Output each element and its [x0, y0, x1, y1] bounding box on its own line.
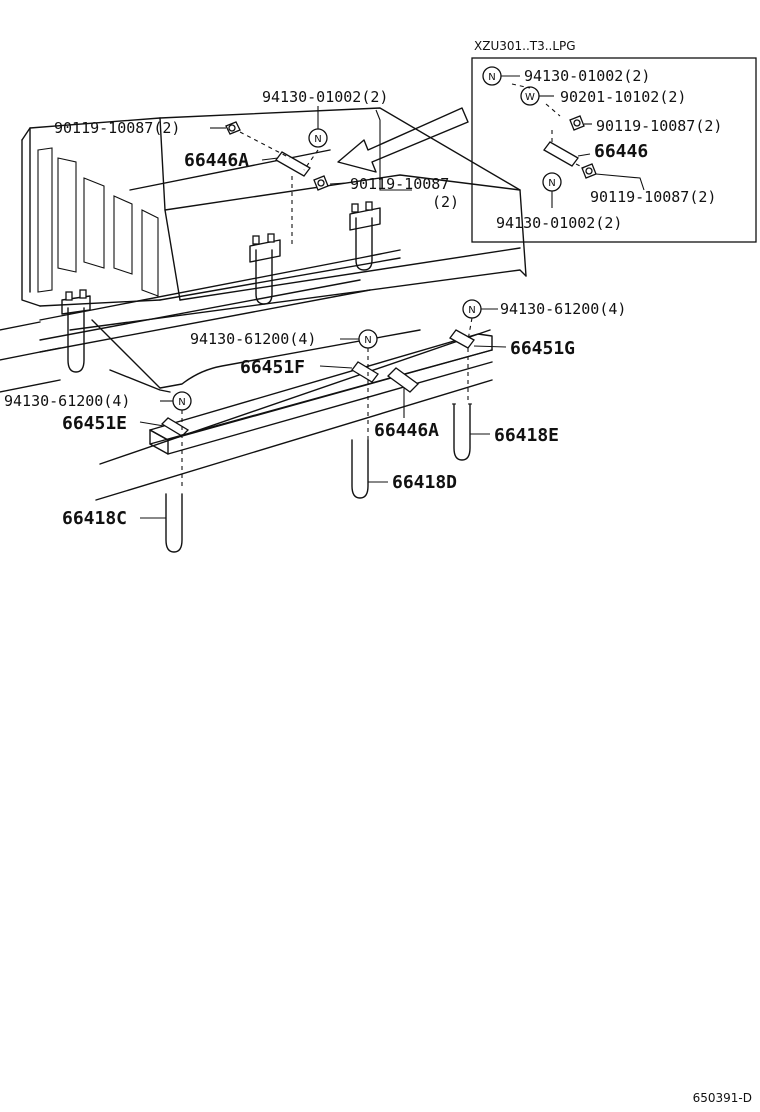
- bracket-66446-inset: [543, 141, 579, 167]
- label-l2: 90119-10087(2): [54, 119, 180, 137]
- inset-label-i5: 90119-10087(2): [590, 188, 716, 206]
- nut-symbol-upper: N: [308, 128, 328, 148]
- bolt-90119-mid: [313, 175, 329, 191]
- inset-label-i3: 90119-10087(2): [596, 117, 722, 135]
- label-l3: 66446A: [184, 150, 249, 171]
- label-l11: 66451E: [62, 413, 127, 434]
- svg-text:N: N: [314, 134, 321, 145]
- svg-text:N: N: [488, 72, 495, 83]
- bracket-66451E: [160, 417, 190, 437]
- inset-label-i6: 94130-01002(2): [496, 214, 622, 232]
- label-l1: 94130-01002(2): [262, 88, 388, 106]
- label-l12: 66446A: [374, 420, 439, 441]
- nut-symbol-inset-top: N: [482, 66, 502, 86]
- variant-note: XZU301..T3..LPG: [474, 39, 576, 53]
- u-bolt-66418C: [165, 493, 183, 553]
- u-bolt-bed-1: [61, 289, 91, 373]
- frame-rail: [95, 329, 493, 501]
- svg-text:N: N: [548, 178, 555, 189]
- truck-bed: [0, 107, 527, 393]
- label-l14: 66418D: [392, 472, 457, 493]
- nut-symbol-inset-bottom: N: [542, 172, 562, 192]
- nut-symbol-lower-right: N: [462, 299, 482, 319]
- label-l7: 66451G: [510, 338, 575, 359]
- svg-text:N: N: [178, 397, 185, 408]
- label-l4: 90119-10087: [350, 175, 449, 193]
- reference-code: 650391-D: [693, 1091, 752, 1105]
- inset-label-i4: 66446: [594, 141, 648, 162]
- bracket-66446A-lower: [387, 367, 419, 393]
- label-l8: 94130-61200(4): [190, 330, 316, 348]
- washer-symbol-inset: W: [520, 86, 540, 106]
- svg-text:W: W: [525, 92, 535, 103]
- label-l15: 66418C: [62, 508, 127, 529]
- label-l10: 94130-61200(4): [4, 392, 130, 410]
- svg-text:N: N: [364, 335, 371, 346]
- nut-symbol-lower-left: N: [172, 391, 192, 411]
- bolt-inset-upper: [569, 115, 585, 131]
- bracket-66451F: [351, 361, 379, 383]
- detail-arrow: [337, 107, 469, 173]
- label-l5: (2): [432, 193, 459, 211]
- label-l6: 94130-61200(4): [500, 300, 626, 318]
- variant-inset: N W N: [471, 57, 757, 243]
- bracket-66451G: [449, 329, 475, 349]
- u-bolt-bed-2: [249, 233, 281, 305]
- bolt-90119-upper: [225, 121, 291, 159]
- nut-symbol-lower-mid: N: [358, 329, 378, 349]
- u-bolt-66418E: [452, 403, 472, 461]
- bracket-66446A-upper: [275, 149, 319, 248]
- bolt-inset-lower: [581, 163, 597, 179]
- svg-text:N: N: [468, 305, 475, 316]
- label-l13: 66418E: [494, 425, 559, 446]
- inset-label-i2: 90201-10102(2): [560, 88, 686, 106]
- u-bolt-66418D: [351, 439, 369, 499]
- label-l9: 66451F: [240, 357, 305, 378]
- inset-label-i1: 94130-01002(2): [524, 67, 650, 85]
- u-bolt-bed-3: [349, 201, 381, 271]
